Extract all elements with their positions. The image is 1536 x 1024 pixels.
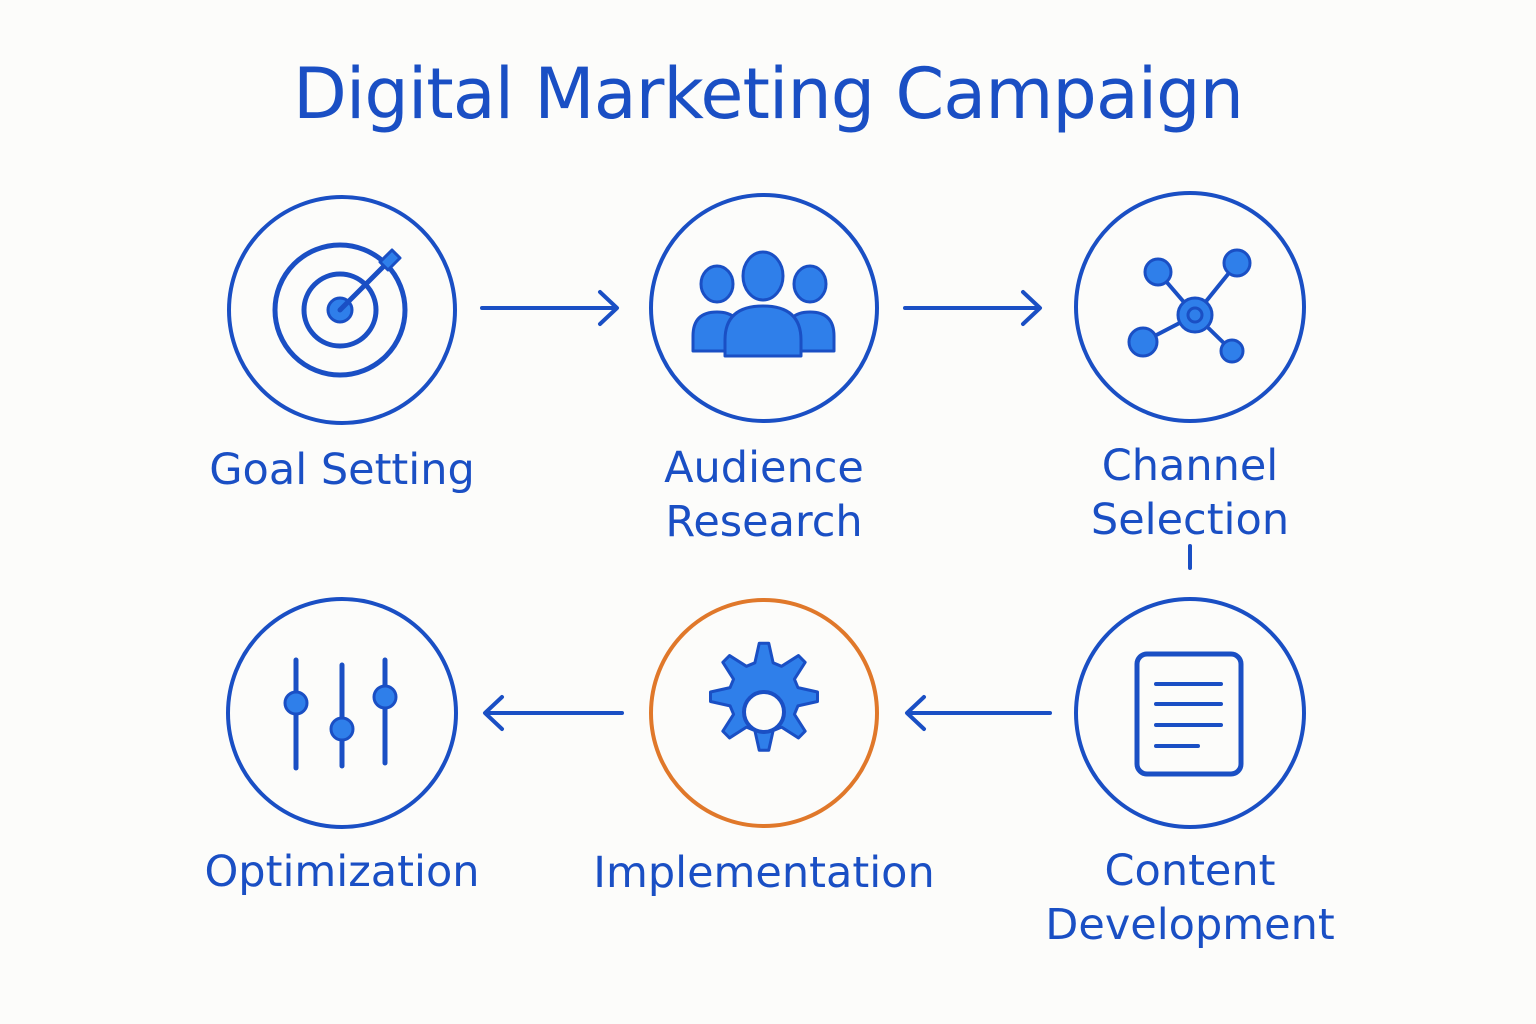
step-circle-highlighted [649,598,879,828]
gear-icon [709,641,819,752]
document-icon [1134,651,1244,777]
arrow-goal-to-audience [480,290,619,326]
step-label-optimization: Optimization [204,847,480,897]
step-circle [1074,597,1306,829]
step-circle [227,195,457,425]
step-content-development [1074,597,1306,829]
arrow-content-to-implementation [905,695,1052,731]
step-label-goal-setting: Goal Setting [209,445,475,495]
network-icon [1127,248,1252,364]
step-implementation [649,598,879,828]
step-label-implementation: Implementation [593,848,935,898]
step-label-audience-research: Audience Research [664,443,864,547]
sliders-icon [283,657,398,771]
step-goal-setting [227,195,457,425]
people-group-icon [691,250,836,358]
step-optimization [226,597,458,829]
step-circle [649,193,879,423]
step-label-content-development: Content Development [1045,846,1335,950]
arrow-audience-to-channel [903,290,1042,326]
step-circle [226,597,458,829]
target-icon [272,242,408,378]
step-circle [1074,191,1306,423]
step-label-channel-selection: Channel Selection [1090,441,1290,545]
arrow-implementation-to-optimization [483,695,624,731]
step-channel-selection [1074,191,1306,423]
diagram-title: Digital Marketing Campaign [293,53,1244,135]
step-audience-research [649,193,879,423]
